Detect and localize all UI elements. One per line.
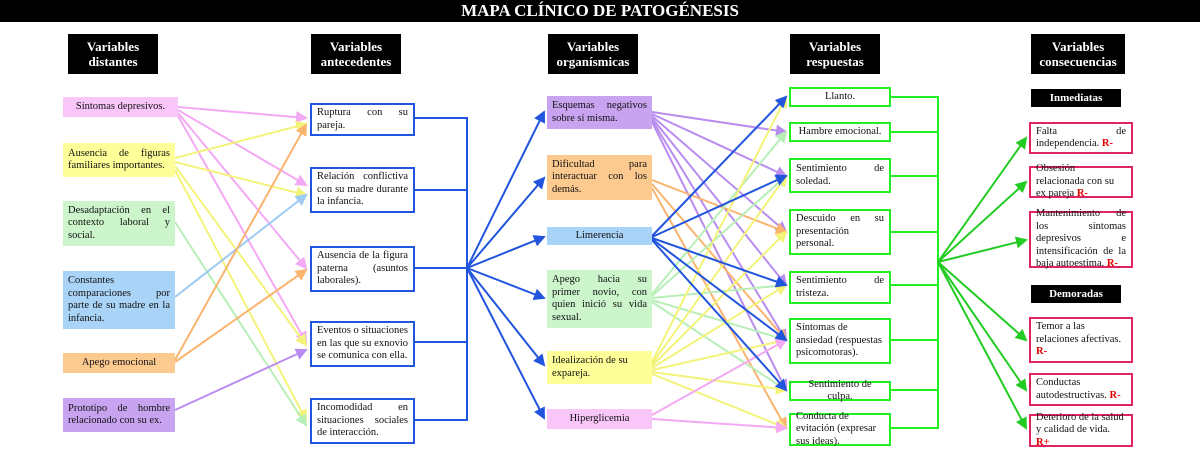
distant-node-text: Ausencia de figuras familiares important…: [68, 147, 170, 172]
response-node-text: Llanto.: [824, 90, 856, 102]
antecedent-node: Incomodidad en situaciones sociales de i…: [310, 398, 415, 444]
antecedent-node-text: Eventos o situaciones en las que su exno…: [317, 325, 408, 362]
response-node: Descuido en su presentación personal.: [789, 209, 891, 255]
consequence-node: Conductas autodestructivas. R-: [1029, 373, 1133, 406]
antecedent-node: Ruptura con su pareja.: [310, 103, 415, 136]
response-node: Sentimiento de tristeza.: [789, 271, 891, 304]
consequence-node-text: Conductas autodestructivas.: [1036, 377, 1107, 401]
response-node-text: Sentimiento de soledad.: [796, 163, 884, 187]
antecedent-node-text: Incomodidad en situaciones sociales de i…: [317, 402, 408, 439]
header-antecedentes: Variables antecedentes: [311, 34, 401, 74]
organismic-node-text: Idealización de su expareja.: [552, 355, 628, 379]
distant-node: Constantes comparaciones por parte de su…: [63, 271, 175, 329]
response-node-text: Descuido en su presentación personal.: [796, 213, 884, 250]
organismic-node: Esquemas negativos sobre sí misma.: [547, 96, 652, 129]
distant-node-text: Síntomas depresivos.: [75, 100, 166, 112]
organismic-node-text: Dificultad para interactuar con los demá…: [552, 158, 647, 195]
consequence-node-text: Obsesión relacionada con su ex pareja: [1036, 163, 1115, 200]
reinforcement-tag: R+: [1036, 436, 1050, 448]
organismic-node-text: Apego hacia su primer novio, con quien i…: [552, 274, 647, 323]
organismic-node: Dificultad para interactuar con los demá…: [547, 155, 652, 200]
header-respuestas: Variables respuestas: [790, 34, 880, 74]
organismic-node-text: Esquemas negativos sobre sí misma.: [552, 100, 647, 124]
response-node-text: Sentimiento de culpa.: [808, 378, 872, 403]
organismic-node: Idealización de su expareja.: [547, 351, 652, 384]
consequence-node: Obsesión relacionada con su ex pareja R-: [1029, 163, 1133, 200]
reinforcement-tag: R-: [1076, 188, 1088, 200]
response-node: Conducta de evitación (expresar sus idea…: [789, 410, 891, 447]
response-node: Llanto.: [789, 87, 891, 107]
response-node-text: Síntomas de ansiedad (respuestas psicomo…: [796, 322, 883, 359]
consequence-node-text: Mantenimiento de los síntomas depresivos…: [1036, 208, 1126, 270]
response-node: Síntomas de ansiedad (respuestas psicomo…: [789, 318, 891, 364]
distant-node: Desadaptación en el contexto laboral y s…: [63, 201, 175, 246]
subheader-demoradas: Demoradas: [1031, 285, 1121, 303]
reinforcement-tag: R-: [1109, 389, 1121, 401]
reinforcement-tag: R-: [1101, 138, 1113, 149]
subheader-inmediatas: Inmediatas: [1031, 89, 1121, 107]
consequence-node: Mantenimiento de los síntomas depresivos…: [1029, 208, 1133, 270]
distant-node: Síntomas depresivos.: [63, 97, 178, 117]
distant-node-text: Constantes comparaciones por parte de su…: [68, 275, 170, 324]
consequence-node-text: Falta de independencia.: [1036, 125, 1126, 150]
response-node: Sentimiento de culpa.: [789, 378, 891, 403]
diagram-title: MAPA CLÍNICO DE PATOGÉNESIS: [0, 0, 1200, 22]
distant-node: Prototipo de hombre relacionado con su e…: [63, 398, 175, 432]
consequence-node-text: Deterioro de la salud y calidad de vida.: [1036, 411, 1124, 436]
consequence-node: Temor a las relaciones afectivas. R-: [1029, 317, 1133, 363]
organismic-node-text: Limerencia: [575, 229, 624, 241]
distant-node-text: Prototipo de hombre relacionado con su e…: [68, 402, 170, 427]
reinforcement-tag: R-: [1036, 346, 1048, 358]
organismic-node: Limerencia: [547, 227, 652, 245]
consequence-node-text: Temor a las relaciones afectivas.: [1036, 321, 1122, 345]
response-node-text: Sentimiento de tristeza.: [796, 275, 884, 299]
distant-node: Apego emocional: [63, 353, 175, 373]
distant-node: Ausencia de figuras familiares important…: [63, 143, 175, 177]
response-node-text: Conducta de evitación (expresar sus idea…: [796, 410, 877, 447]
distant-node-text: Apego emocional: [81, 356, 157, 368]
header-organismicas: Variables organísmicas: [548, 34, 638, 74]
response-node: Hambre emocional.: [789, 122, 891, 142]
organismic-node: Apego hacia su primer novio, con quien i…: [547, 270, 652, 328]
organismic-node: Hiperglicemia: [547, 409, 652, 429]
antecedent-node: Ausencia de la figura paterna (asuntos l…: [310, 246, 415, 292]
antecedent-node-text: Relación conflictiva con su madre durant…: [317, 171, 408, 208]
reinforcement-tag: R-: [1106, 258, 1118, 270]
response-node-text: Hambre emocional.: [798, 125, 882, 137]
distant-node-text: Desadaptación en el contexto laboral y s…: [68, 204, 170, 241]
organismic-node-text: Hiperglicemia: [569, 412, 630, 424]
header-distantes: Variables distantes: [68, 34, 158, 74]
antecedent-node-text: Ruptura con su pareja.: [317, 107, 408, 131]
header-consecuencias: Variables consecuencias: [1031, 34, 1125, 74]
antecedent-node-text: Ausencia de la figura paterna (asuntos l…: [317, 250, 408, 287]
consequence-node: Deterioro de la salud y calidad de vida.…: [1029, 411, 1133, 448]
antecedent-node: Eventos o situaciones en las que su exno…: [310, 321, 415, 367]
response-node: Sentimiento de soledad.: [789, 158, 891, 193]
antecedent-node: Relación conflictiva con su madre durant…: [310, 167, 415, 213]
consequence-node: Falta de independencia. R-: [1029, 122, 1133, 154]
